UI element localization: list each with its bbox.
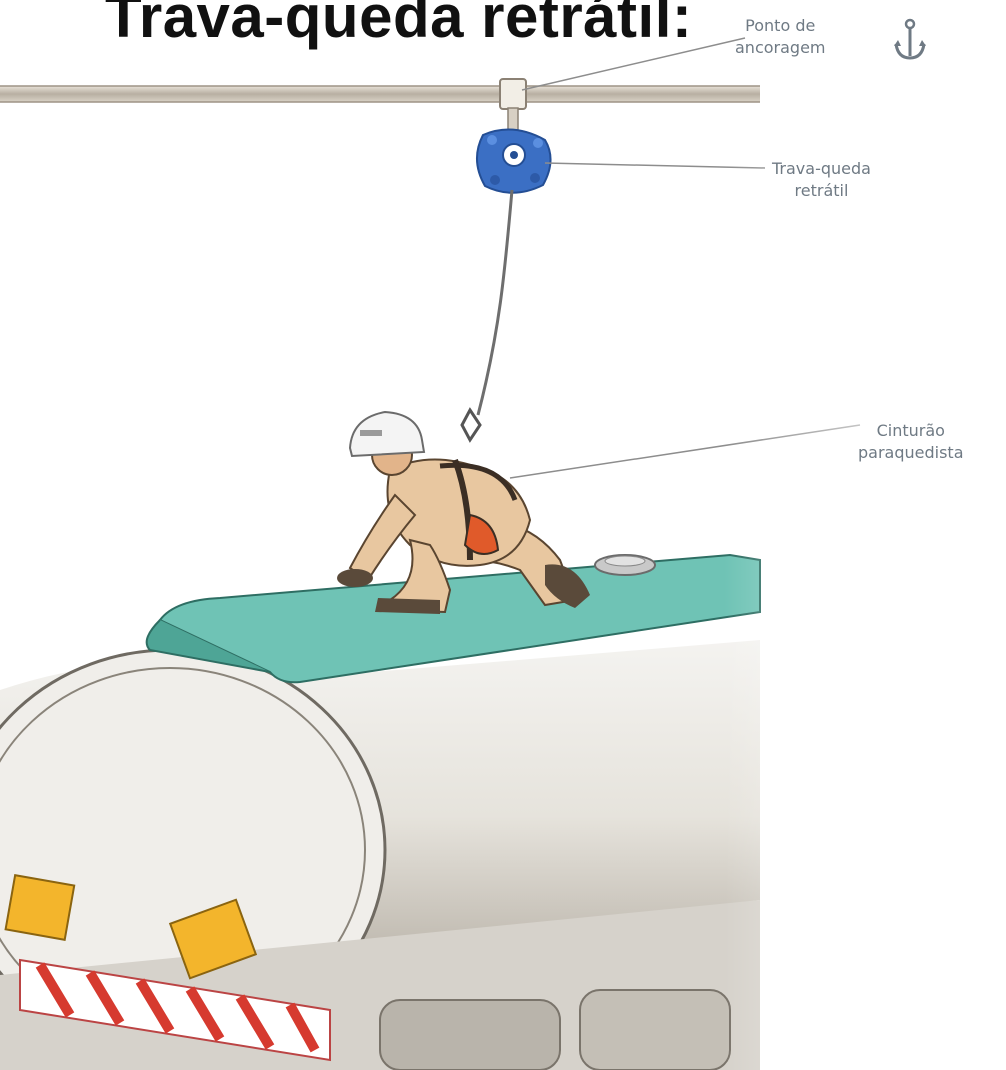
anchor-point-label-line2: ancoragem <box>735 37 826 59</box>
fall-arrester-label: Trava-queda retrátil <box>772 158 871 202</box>
harness-label-line2: paraquedista <box>858 442 964 464</box>
fall-arrester-label-line2: retrátil <box>772 180 871 202</box>
anchor-point-label-line1: Ponto de <box>735 15 826 37</box>
anchor-point-label: Ponto de ancoragem <box>735 15 826 59</box>
anchor-icon <box>893 18 927 62</box>
harness-label-line1: Cinturão <box>858 420 964 442</box>
page-title: Trava-queda retrátil: <box>105 0 692 51</box>
fall-arrester-label-line1: Trava-queda <box>772 158 871 180</box>
harness-label: Cinturão paraquedista <box>858 420 964 464</box>
